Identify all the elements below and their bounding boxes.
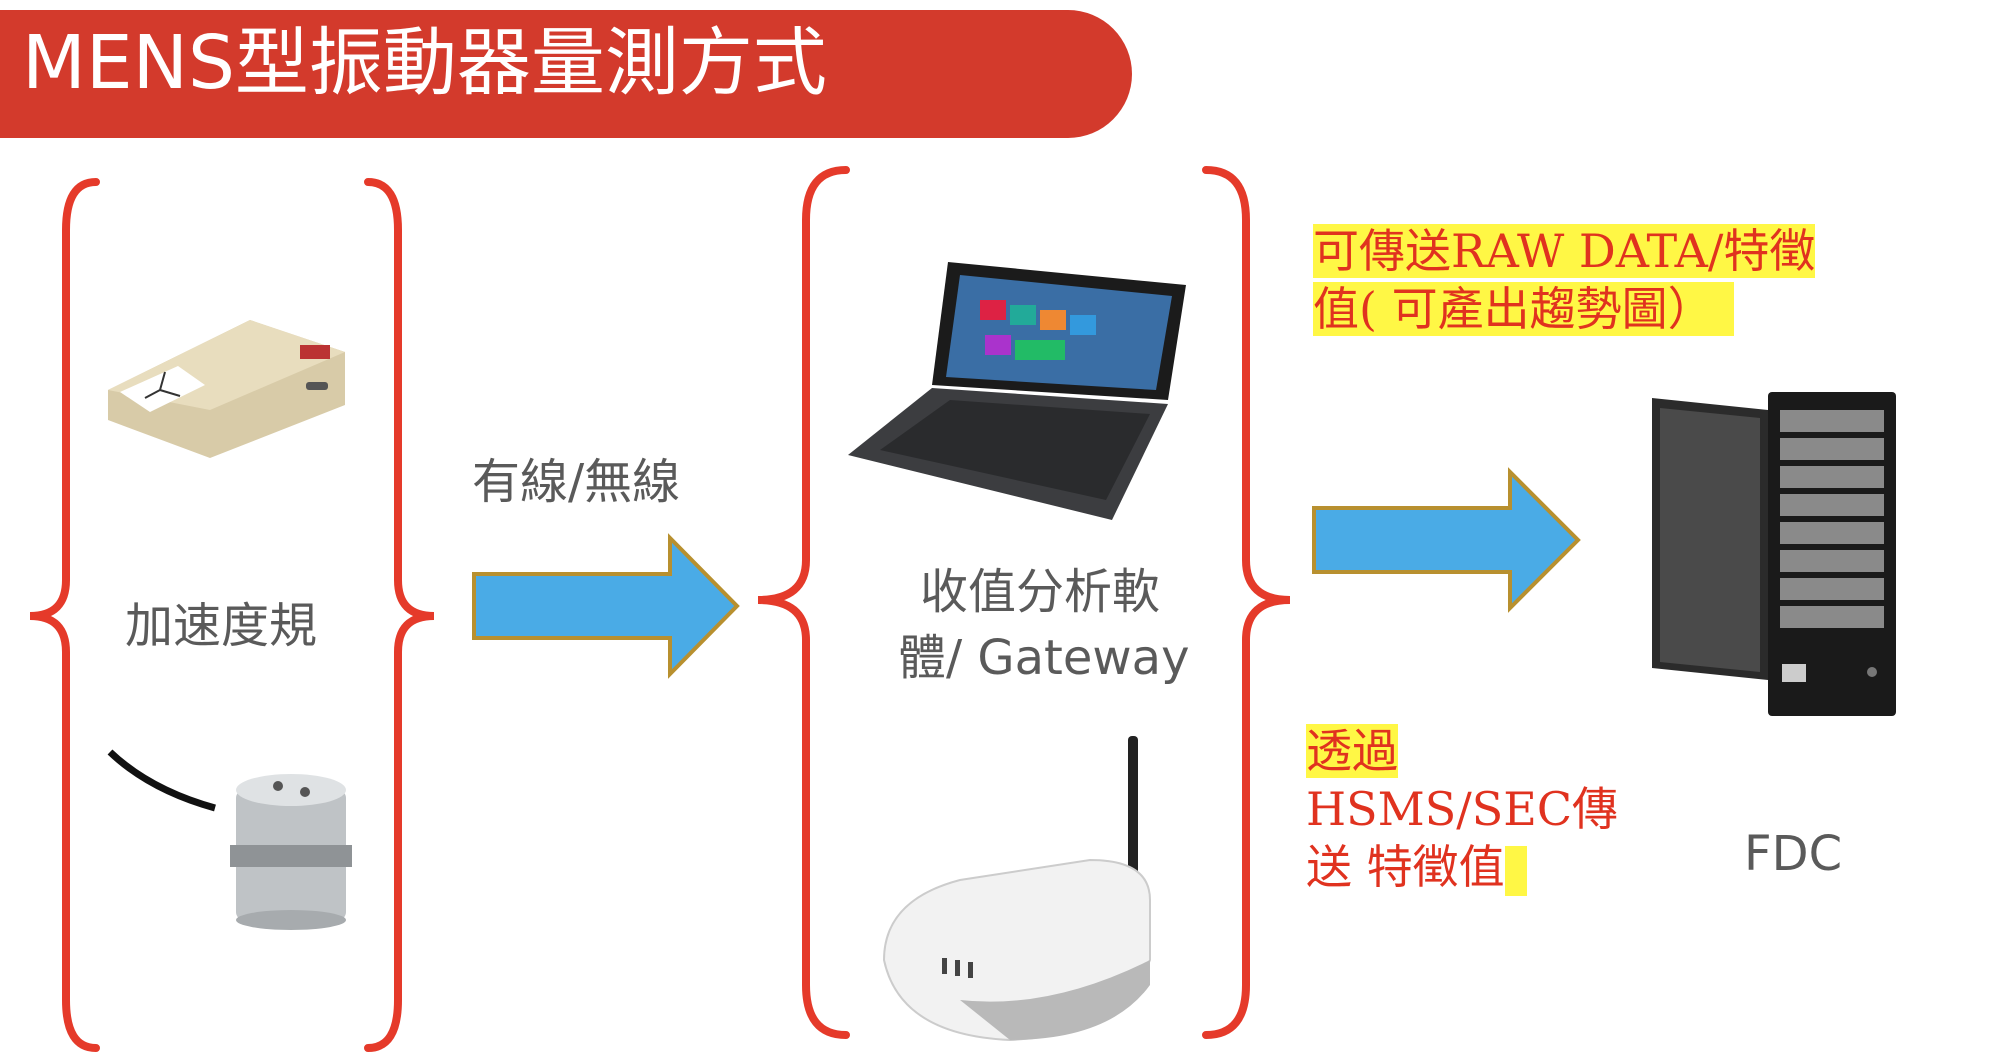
software-gateway-label-line1: 收值分析軟 xyxy=(920,564,1161,620)
router-image xyxy=(882,736,1151,1042)
tablet-image xyxy=(848,262,1186,520)
software-gateway-label-line2: 體/ Gateway xyxy=(898,630,1190,686)
fdc-label: FDC xyxy=(1744,826,1843,882)
arrow-right-2 xyxy=(1312,467,1581,613)
raw-data-note-line1: 可傳送RAW DATA/特徵 xyxy=(1313,224,1816,278)
middle-brace-close xyxy=(1202,166,1291,1039)
arrow-right-1 xyxy=(472,533,740,679)
raw-data-note: 可傳送RAW DATA/特徵 值( 可產出趨勢圖） xyxy=(1313,222,1816,338)
connection-type-label: 有線/無線 xyxy=(472,454,681,510)
raw-data-note-line2: 值( 可產出趨勢圖） xyxy=(1313,282,1734,336)
vibration-sensor-image xyxy=(107,749,352,930)
hsms-note: 透過 HSMS/SEC傳 送 特徵值 xyxy=(1306,722,1618,896)
hsms-note-line3: 送 特徵值 xyxy=(1306,840,1505,894)
left-brace-open xyxy=(29,178,100,1052)
accelerometer-label: 加速度規 xyxy=(125,598,318,654)
page-title: MENS型振動器量測方式 xyxy=(22,20,827,106)
accelerometer-box-image xyxy=(108,320,345,458)
left-brace-close xyxy=(364,178,435,1052)
server-image xyxy=(1652,392,1896,716)
middle-brace-open xyxy=(757,166,850,1039)
hsms-note-line2: HSMS/SEC傳 xyxy=(1306,782,1619,836)
hsms-note-line1: 透過 xyxy=(1306,724,1398,778)
title-banner xyxy=(0,10,1132,138)
